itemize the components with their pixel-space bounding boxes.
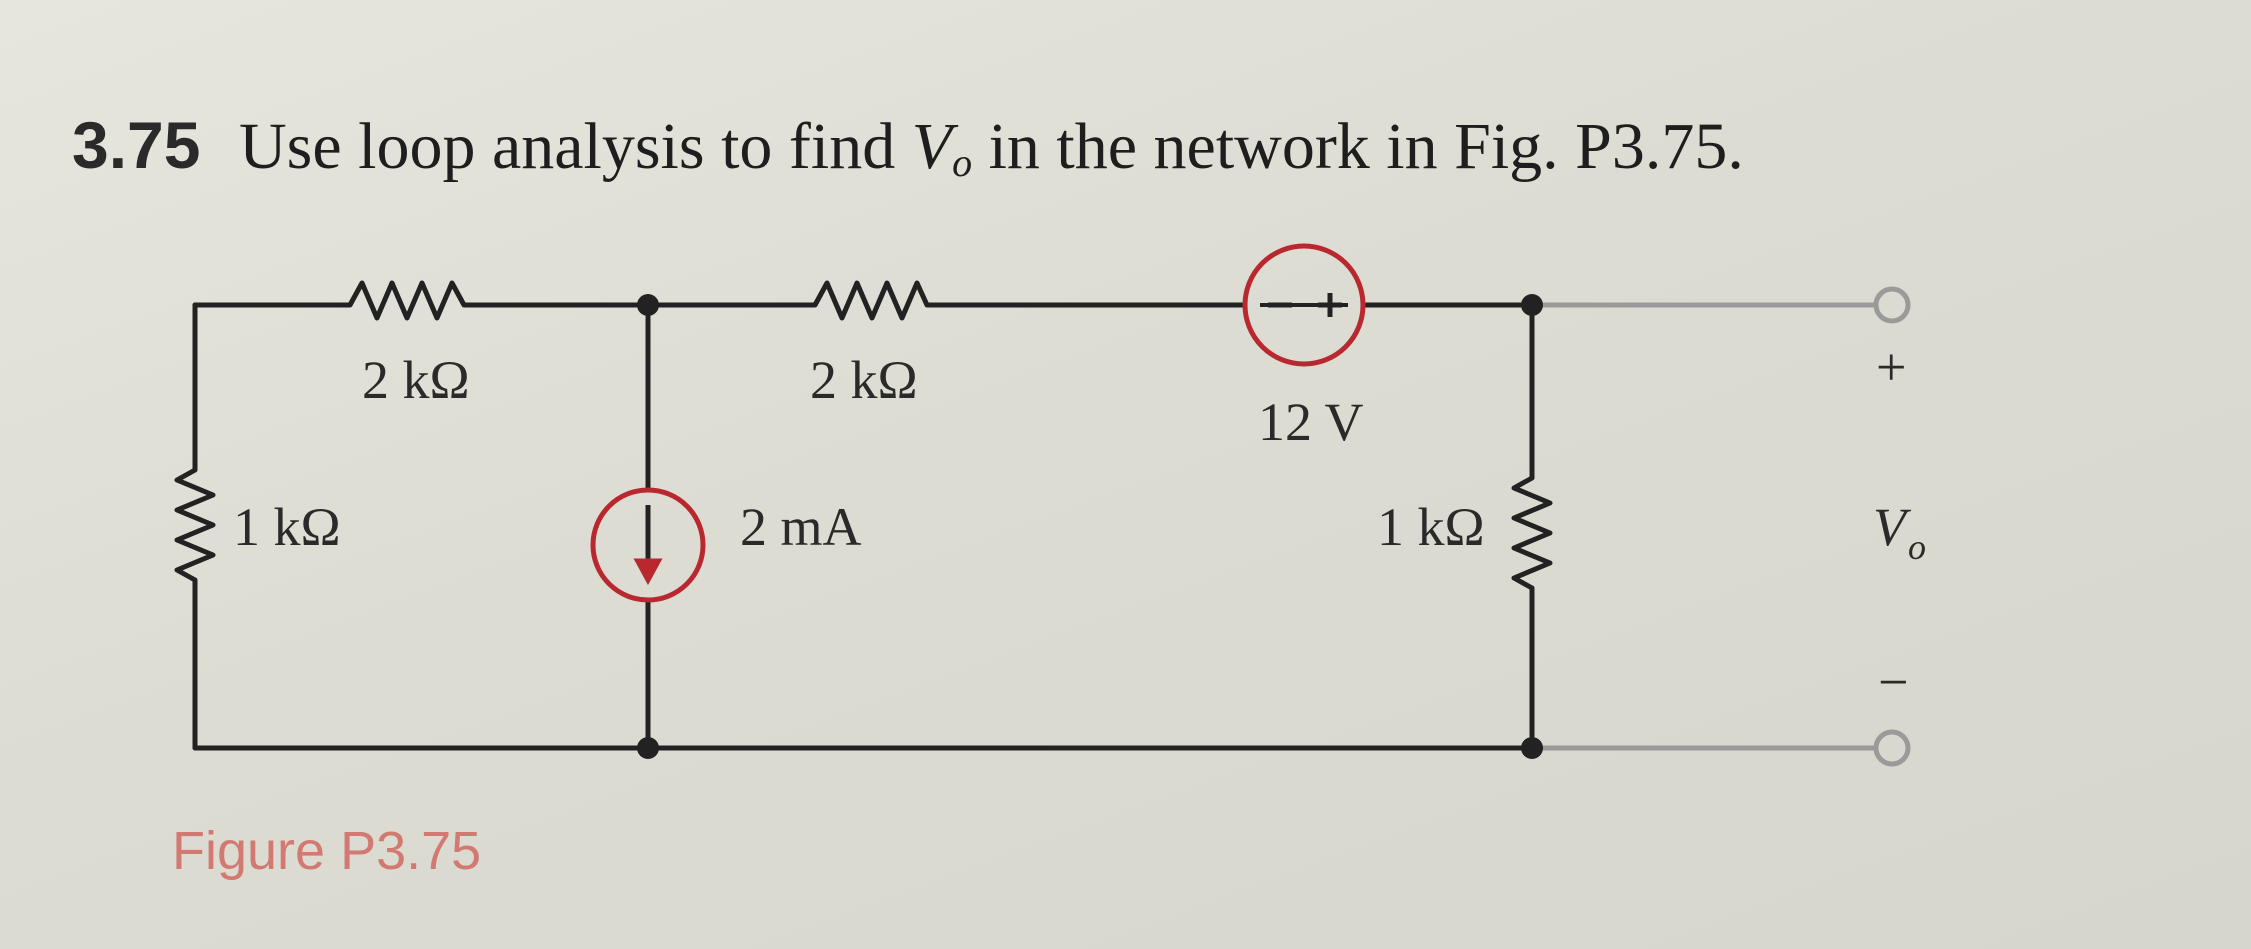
resistor-left-icon [174, 467, 216, 583]
label-vout-var: Vo [1873, 497, 1926, 567]
label-vout-plus: + [1876, 337, 1906, 397]
circuit-nodes [637, 294, 1543, 759]
problem-number: 3.75 [72, 108, 201, 182]
label-r-right: 1 kΩ [1377, 497, 1485, 557]
circuit-wires [192, 302, 1535, 751]
output-terminal-leads [1532, 302, 1876, 751]
node-bottom-right [1521, 737, 1543, 759]
label-vout-sub: o [1908, 527, 1926, 567]
figure-caption: Figure P3.75 [172, 821, 482, 881]
problem-text-before: Use loop analysis to find [238, 110, 896, 183]
terminal-top [1873, 286, 1911, 324]
resistor-right-icon [1511, 475, 1553, 591]
label-voltage-source: 12 V [1258, 392, 1364, 452]
label-vout-v: V [1873, 497, 1912, 557]
node-top-mid [637, 294, 659, 316]
resistor-top-left-icon [347, 280, 475, 321]
current-source-icon [590, 487, 706, 603]
problem-variable: V [911, 110, 953, 183]
label-r-top-mid: 2 kΩ [810, 350, 918, 410]
node-top-right [1521, 294, 1543, 316]
resistor-top-mid-icon [812, 280, 935, 321]
label-r-top-left: 2 kΩ [362, 350, 470, 410]
label-r-left: 1 kΩ [233, 497, 341, 557]
problem-subscript: o [952, 140, 973, 185]
node-bottom-mid [637, 737, 659, 759]
label-vout-minus: − [1878, 652, 1908, 712]
voltage-source-icon [1242, 243, 1366, 367]
terminal-bottom [1873, 729, 1911, 767]
label-current-source: 2 mA [740, 497, 862, 557]
problem-statement: 3.75 Use loop analysis to find Vo in the… [72, 112, 1744, 183]
problem-text-after: in the network in Fig. P3.75. [988, 110, 1744, 183]
